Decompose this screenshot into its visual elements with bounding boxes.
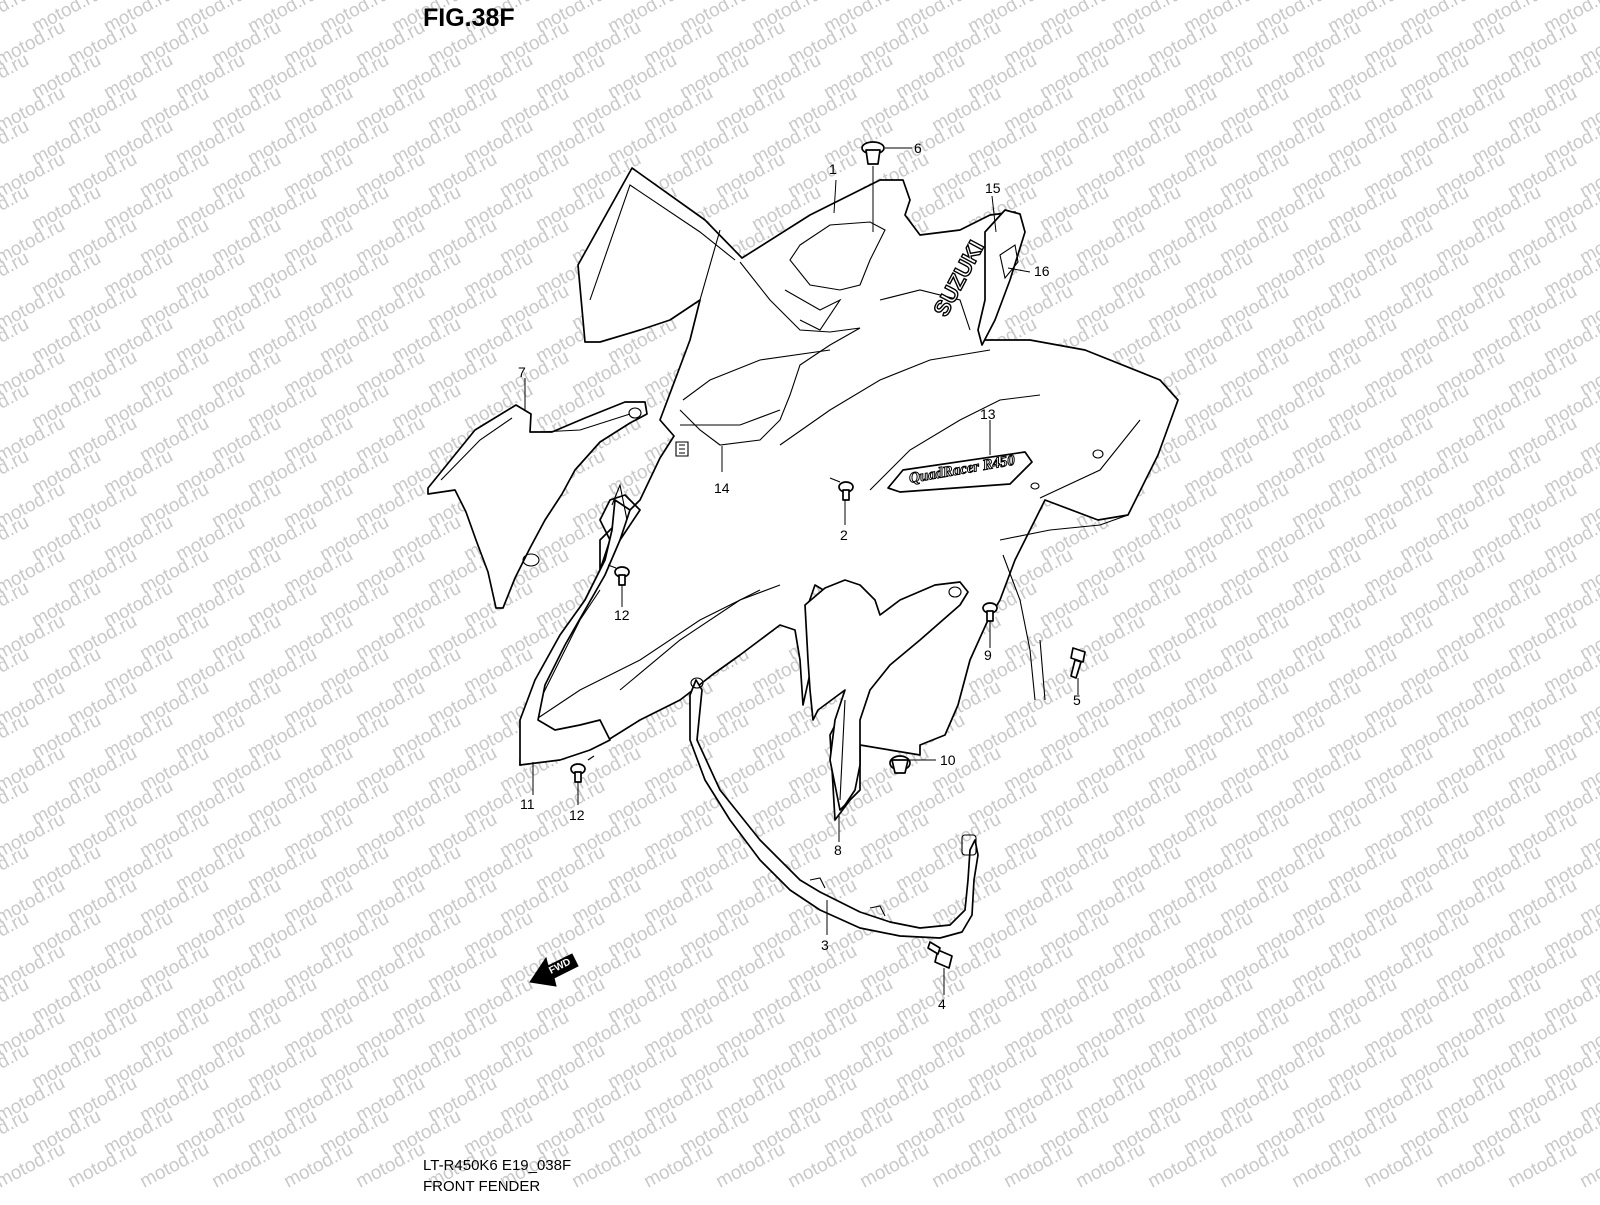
callout-4: 4 bbox=[938, 996, 946, 1012]
callout-8: 8 bbox=[834, 842, 842, 858]
callout-13: 13 bbox=[980, 406, 996, 422]
model-code: LT-R450K6 E19_038F bbox=[423, 1157, 572, 1174]
callout-9: 9 bbox=[984, 647, 992, 663]
callout-14: 14 bbox=[714, 480, 730, 496]
callout-11: 11 bbox=[520, 796, 535, 812]
callout-5: 5 bbox=[1073, 692, 1081, 708]
part-4-bolt bbox=[927, 941, 953, 969]
callout-12-lower: 12 bbox=[569, 807, 585, 823]
section-name: FRONT FENDER bbox=[423, 1178, 541, 1195]
callout-16: 16 bbox=[1034, 263, 1050, 279]
callout-10: 10 bbox=[940, 752, 956, 768]
callout-3: 3 bbox=[821, 937, 829, 953]
figure-title: FIG.38F bbox=[423, 4, 515, 32]
callout-7: 7 bbox=[518, 364, 526, 380]
callout-12-upper: 12 bbox=[614, 607, 630, 623]
callout-6: 6 bbox=[914, 140, 922, 156]
watermark-text: motod.ru bbox=[1576, 1139, 1600, 1193]
callout-2: 2 bbox=[840, 527, 848, 543]
part-6-clip bbox=[861, 141, 885, 165]
callout-15: 15 bbox=[985, 180, 1001, 196]
callout-1: 1 bbox=[829, 161, 837, 177]
